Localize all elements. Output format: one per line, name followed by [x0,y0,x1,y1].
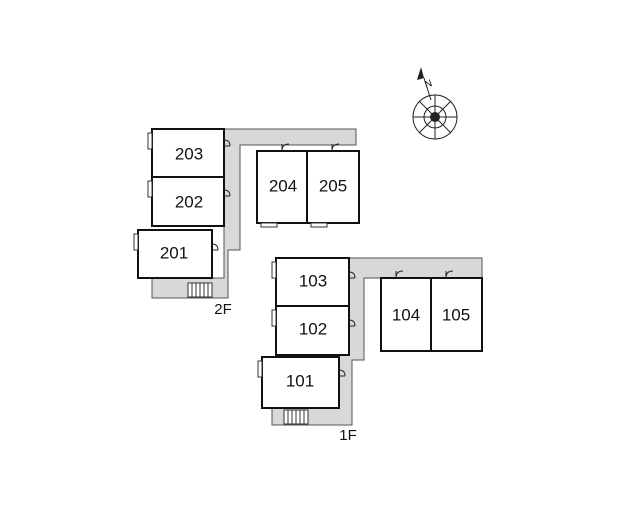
unit-label: 103 [299,271,327,290]
unit-label: 101 [286,371,314,390]
unit-201: 201 [133,229,219,279]
door-icon [445,270,454,279]
floor-label-1f: 1F [339,427,357,444]
unit-label: 102 [299,319,327,338]
unit-label: 201 [160,243,188,262]
unit-104: 104 [380,270,432,352]
door-icon [395,270,404,279]
unit-103: 103 [271,257,356,307]
unit-105: 105 [430,270,483,352]
unit-label: 104 [392,305,420,324]
unit-204: 204 [256,143,308,228]
unit-203: 203 [147,128,231,178]
unit-label: 202 [175,192,203,211]
unit-202: 202 [147,176,231,227]
floor-1f: 103 102 101 104 105 1F [257,257,483,444]
door-icon [211,243,219,251]
unit-label: 204 [269,176,297,195]
door-icon [223,189,231,197]
floor-label-2f: 2F [214,301,232,318]
door-icon [338,369,346,377]
unit-101: 101 [257,356,346,409]
stairs-icon-2f [187,282,213,298]
unit-205: 205 [306,143,360,228]
door-icon [348,271,356,279]
unit-label: 205 [319,176,347,195]
door-icon [223,139,231,147]
floor-2f: 203 202 201 204 205 [133,128,360,318]
door-icon [281,143,290,152]
north-label: N [423,78,434,91]
stairs-icon-1f [283,409,309,425]
unit-102: 102 [271,305,356,356]
door-icon [348,319,356,327]
compass-rose-icon: N [412,67,458,140]
unit-label: 105 [442,305,470,324]
door-icon [331,143,340,152]
unit-label: 203 [175,144,203,163]
